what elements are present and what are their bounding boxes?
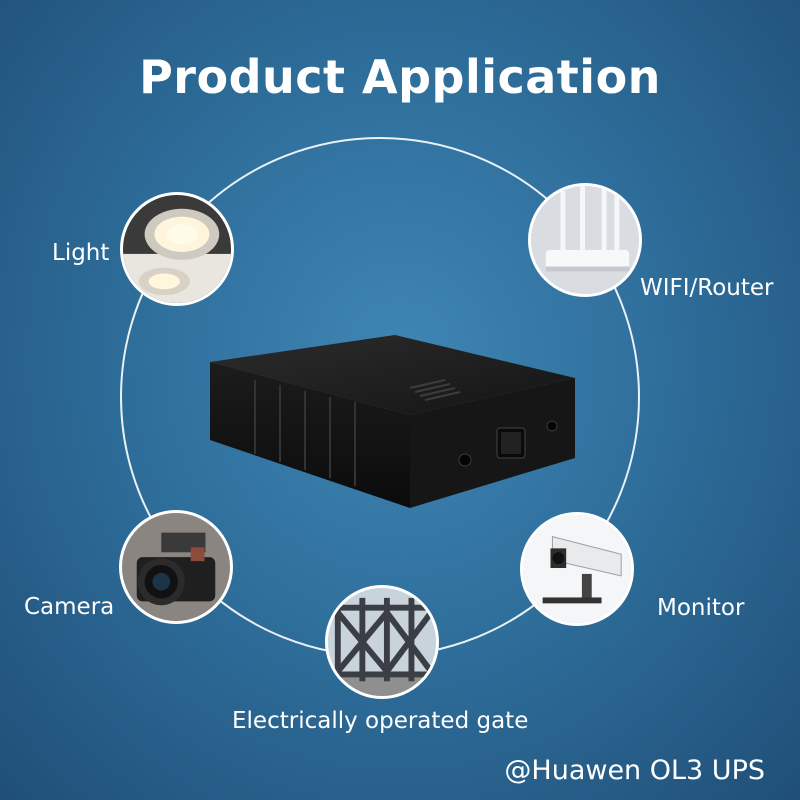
camera-thumbnail xyxy=(119,510,233,624)
monitor-thumbnail xyxy=(520,512,634,626)
page-title: Product Application xyxy=(139,50,661,104)
light-thumbnail xyxy=(120,192,234,306)
ups-device-icon xyxy=(210,335,575,508)
watermark: @Huawen OL3 UPS xyxy=(504,755,765,786)
router-icon xyxy=(531,186,639,294)
router-thumbnail xyxy=(528,183,642,297)
application-label-router: WIFI/Router xyxy=(640,275,774,301)
application-label-gate: Electrically operated gate xyxy=(232,708,529,734)
camera-icon xyxy=(122,513,230,621)
application-label-light: Light xyxy=(52,240,110,266)
application-label-camera: Camera xyxy=(24,594,115,620)
gate-icon xyxy=(328,588,436,696)
gate-thumbnail xyxy=(325,585,439,699)
application-label-monitor: Monitor xyxy=(657,595,745,621)
security-camera-icon xyxy=(523,515,631,623)
recessed-light-icon xyxy=(123,195,231,303)
